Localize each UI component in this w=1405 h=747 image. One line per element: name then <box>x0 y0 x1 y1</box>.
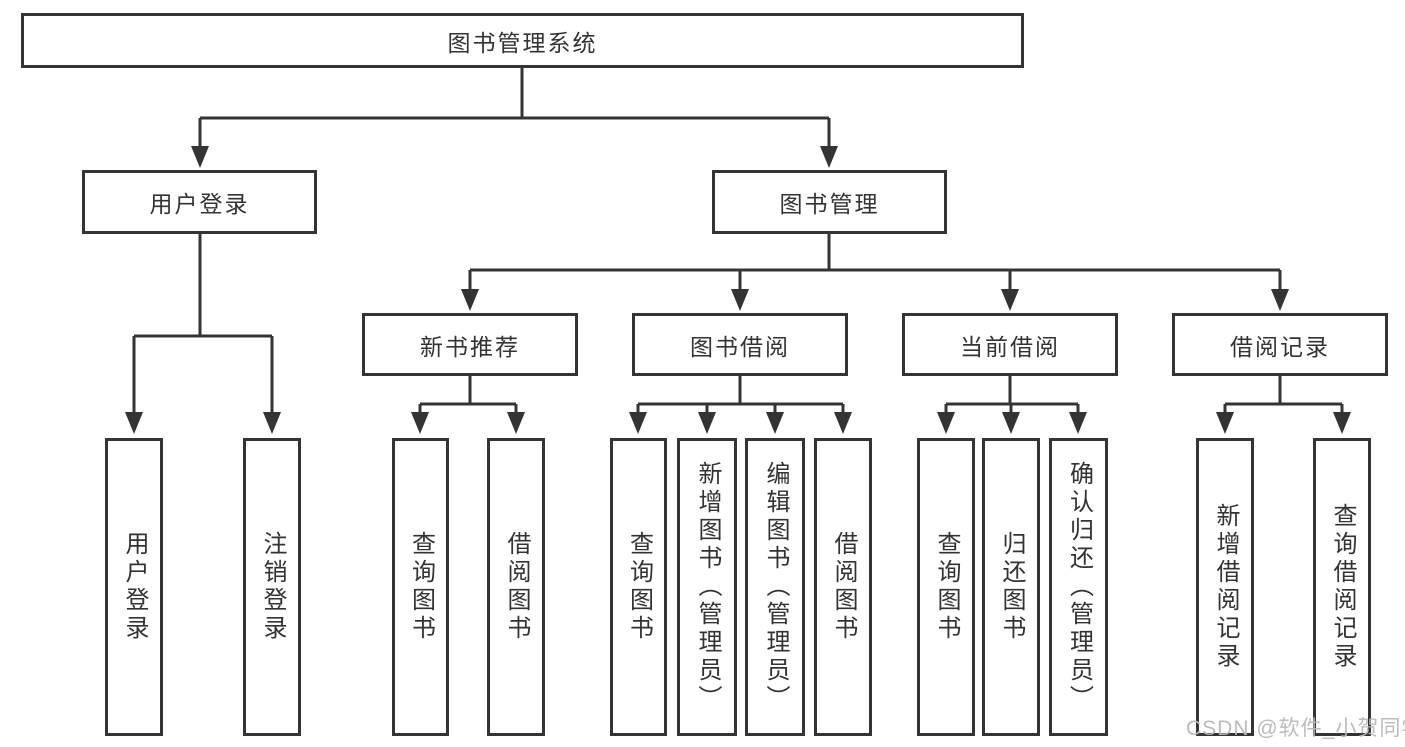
leaf-label: 查询图书 <box>933 531 960 643</box>
node-leaf-query-books-rec: 查询图书 <box>392 438 449 736</box>
leaf-label: 新增借阅记录 <box>1212 503 1239 671</box>
node-leaf-borrow-books-bb: 借阅图书 <box>814 438 872 736</box>
node-leaf-add-borrow-record: 新增借阅记录 <box>1196 438 1254 736</box>
leaf-label: 查询借阅记录 <box>1329 503 1356 671</box>
arrow-down-icon <box>411 412 429 434</box>
arrow-down-icon <box>125 412 143 434</box>
node-leaf-return-books: 归还图书 <box>982 438 1040 736</box>
connector-userlogin-children <box>125 234 281 434</box>
arrow-down-icon <box>820 146 838 168</box>
leaf-label: 查询图书 <box>625 531 653 643</box>
node-leaf-query-books-bb: 查询图书 <box>610 438 667 736</box>
arrow-down-icon <box>191 146 209 168</box>
arrow-down-icon <box>937 412 955 434</box>
connector-bookmgmt-to-level3 <box>461 234 1289 311</box>
node-leaf-logout: 注销登录 <box>243 438 301 736</box>
node-leaf-query-borrow-record: 查询借阅记录 <box>1313 438 1371 736</box>
node-book-borrowing: 图书借阅 <box>632 313 848 376</box>
arrow-down-icon <box>263 412 281 434</box>
arrow-down-icon <box>731 289 749 311</box>
node-current-borrowing: 当前借阅 <box>902 313 1118 376</box>
csdn-watermark: CSDN @软件_小贺同学 <box>1186 717 1405 740</box>
node-leaf-query-books-cb: 查询图书 <box>917 438 975 736</box>
node-borrowing-records: 借阅记录 <box>1172 313 1388 376</box>
leaf-label: 借阅图书 <box>503 531 530 643</box>
connector-bookborrow-children <box>629 376 852 434</box>
arrow-down-icon <box>766 412 784 434</box>
arrow-down-icon <box>1001 289 1019 311</box>
node-user-login: 用户登录 <box>82 170 317 234</box>
node-leaf-user-login: 用户登录 <box>105 438 163 736</box>
arrow-down-icon <box>1271 289 1289 311</box>
arrow-down-icon <box>1333 412 1351 434</box>
node-leaf-confirm-return-admin: 确认归还（管理员） <box>1049 438 1108 736</box>
node-leaf-add-books-admin: 新增图书（管理员） <box>677 438 737 736</box>
node-leaf-edit-books-admin: 编辑图书（管理员） <box>745 438 805 736</box>
arrow-down-icon <box>698 412 716 434</box>
node-library-system: 图书管理系统 <box>21 13 1024 68</box>
node-book-management: 图书管理 <box>712 170 947 234</box>
arrow-down-icon <box>461 289 479 311</box>
leaf-label: 借阅图书 <box>830 531 857 643</box>
leaf-label: 注销登录 <box>259 531 286 643</box>
arrow-down-icon <box>1069 412 1087 434</box>
node-leaf-borrow-books-rec: 借阅图书 <box>487 438 545 736</box>
arrow-down-icon <box>1002 412 1020 434</box>
node-new-book-recommendation: 新书推荐 <box>362 313 578 376</box>
leaf-label: 确认归还（管理员） <box>1065 461 1093 713</box>
connector-records-children <box>1216 376 1351 434</box>
arrow-down-icon <box>834 412 852 434</box>
connector-curborrow-children <box>937 376 1087 434</box>
leaf-label: 用户登录 <box>121 531 148 643</box>
leaf-label: 查询图书 <box>407 531 435 643</box>
arrow-down-icon <box>507 412 525 434</box>
arrow-down-icon <box>629 412 647 434</box>
arrow-down-icon <box>1216 412 1234 434</box>
leaf-label: 新增图书（管理员） <box>694 461 721 713</box>
leaf-label: 编辑图书（管理员） <box>762 461 789 713</box>
leaf-label: 归还图书 <box>998 531 1025 643</box>
connector-root-to-level2 <box>191 68 838 168</box>
connector-newrec-children <box>411 376 525 434</box>
